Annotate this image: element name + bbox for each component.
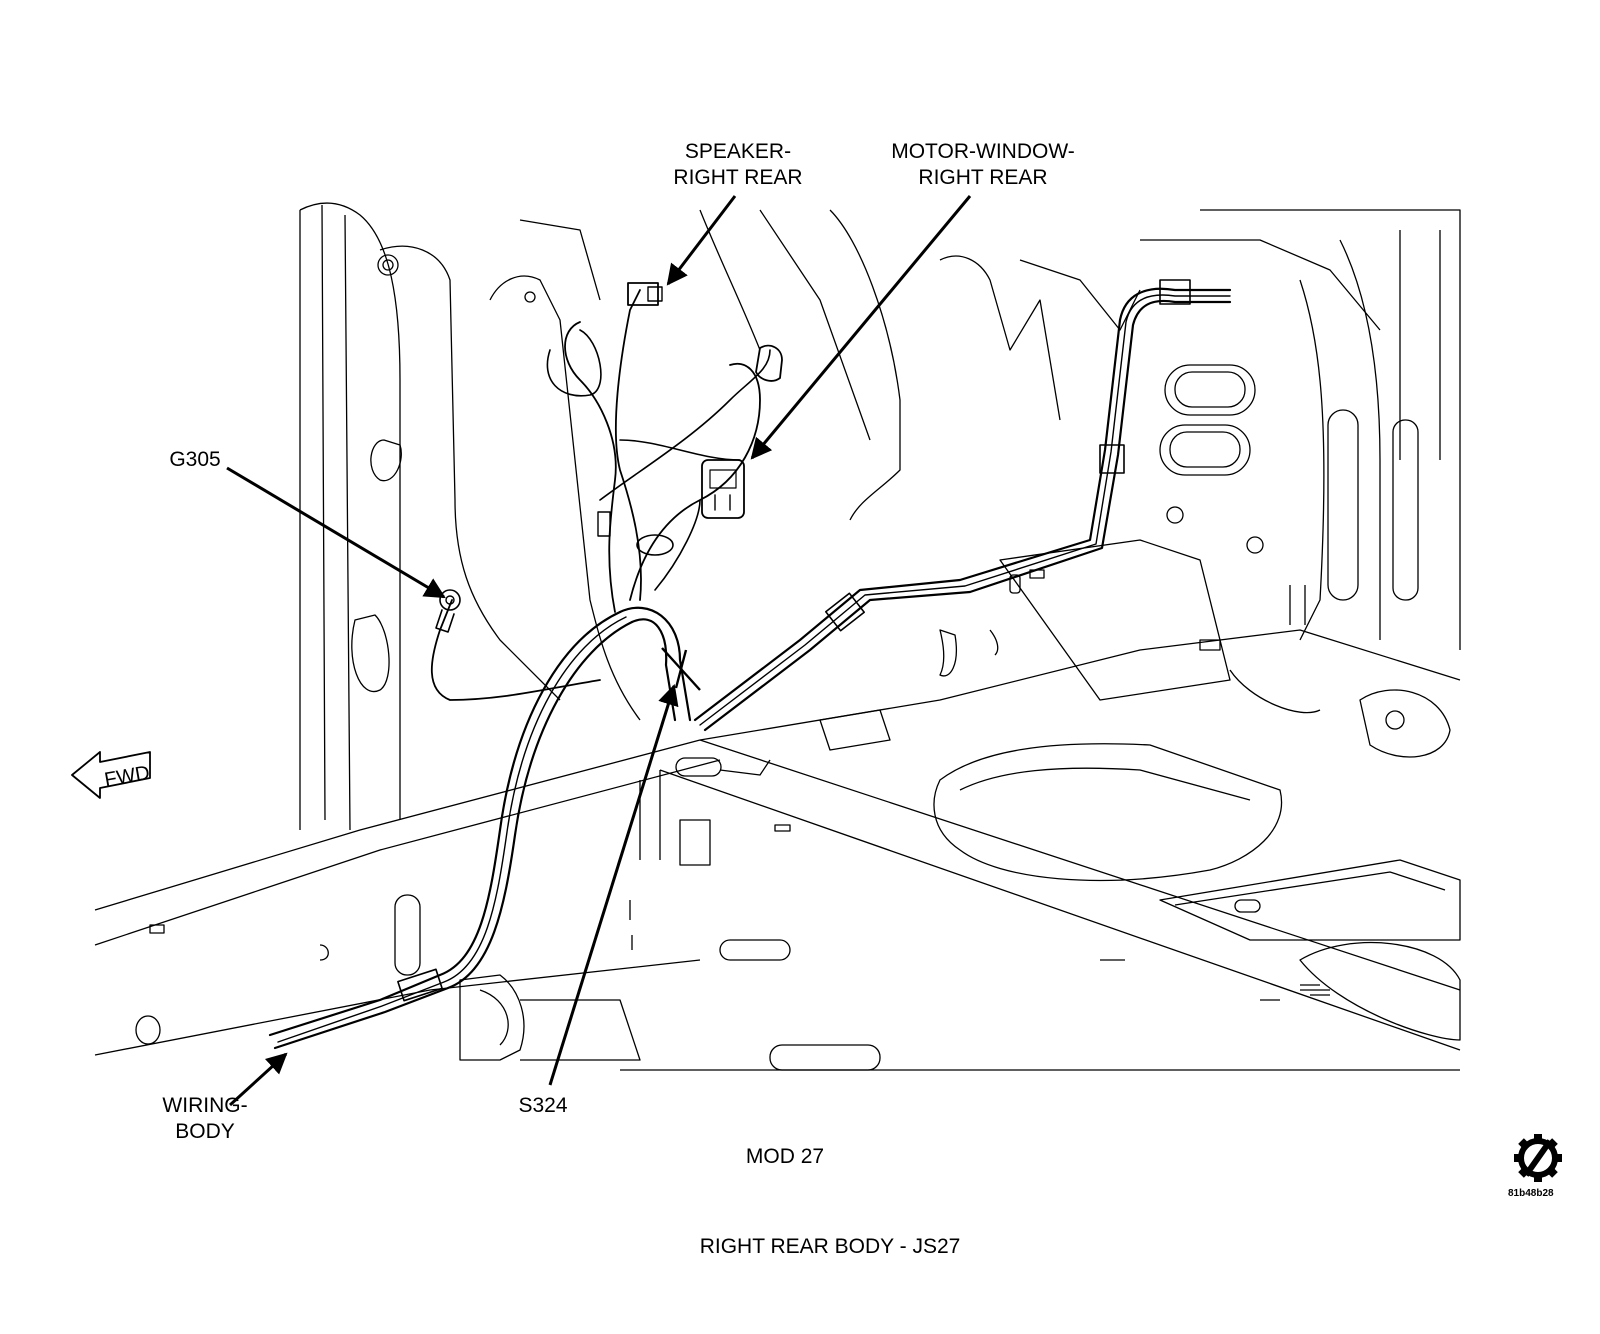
leader-s324 <box>548 683 679 1086</box>
caption-module: MOD 27 <box>720 1144 850 1170</box>
label-line: BODY <box>175 1120 235 1143</box>
caption-title: RIGHT REAR BODY - JS27 <box>640 1234 1020 1260</box>
label-motor-window-right-rear: MOTOR-WINDOW- RIGHT REAR <box>880 139 1086 191</box>
gear-slash-icon <box>1514 1134 1562 1182</box>
vehicle-body-outline <box>94 202 1461 1071</box>
fwd-arrow-icon <box>71 751 151 799</box>
wire-harness <box>268 279 1232 1050</box>
label-line: RIGHT REAR <box>918 166 1048 189</box>
label-line: MOD 27 <box>745 1145 825 1168</box>
label-wiring-body: WIRING- BODY <box>150 1093 260 1145</box>
label-s324: S324 <box>508 1093 578 1119</box>
label-speaker-right-rear: SPEAKER- RIGHT REAR <box>663 139 813 191</box>
leader-motor-window <box>750 195 972 460</box>
leader-speaker <box>666 195 737 286</box>
label-line: G305 <box>169 448 221 471</box>
label-line: RIGHT REAR <box>673 166 803 189</box>
label-line: SPEAKER- <box>684 140 792 163</box>
label-line: S324 <box>518 1094 568 1117</box>
figure-code: 81b48b28 <box>1508 1188 1554 1199</box>
label-line: MOTOR-WINDOW- <box>891 140 1075 163</box>
leader-arrows <box>226 195 972 1107</box>
label-line: WIRING- <box>162 1094 248 1117</box>
splice-mark <box>661 647 701 691</box>
label-line: RIGHT REAR BODY - JS27 <box>699 1235 961 1258</box>
leader-g305 <box>226 466 446 599</box>
leader-wiring-body <box>228 1052 288 1107</box>
label-g305: G305 <box>160 447 230 473</box>
